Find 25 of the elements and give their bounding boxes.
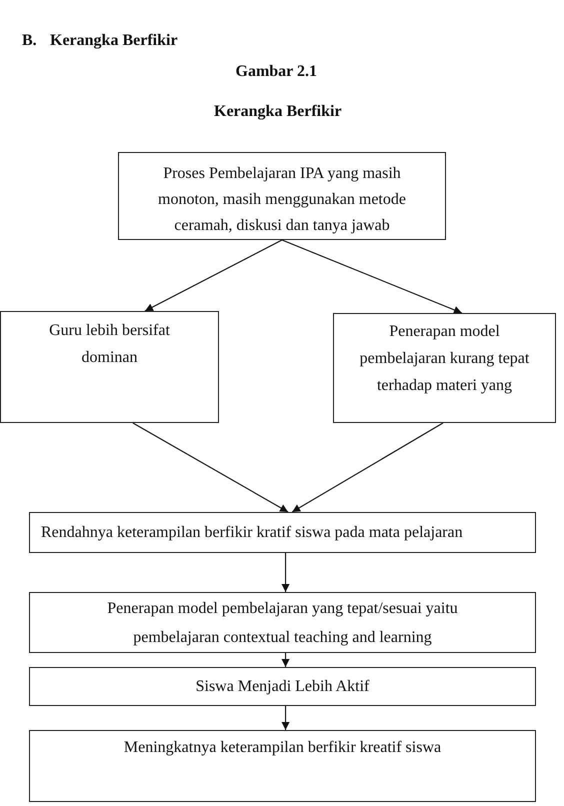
section-number: B. [22,32,37,50]
section-heading: Kerangka Berfikir [50,32,178,50]
process-box [29,730,536,802]
arrow [292,422,444,512]
arrow [282,240,462,314]
arrow [282,553,290,592]
process-box [29,592,536,653]
box-text: Penerapan model pembelajaran kurang tepat terhadap materi yang [358,322,530,396]
process-box [29,512,536,553]
figure-number: Gambar 2.1 [236,63,317,81]
process-box [333,313,556,423]
box-text: Meningkatnya keterampilan berfikir kreatif siswa [122,738,442,758]
box-text: Penerapan model pembelajaran yang tepat/sesuai yaitu pembelajaran contextual teaching and learning [106,599,459,648]
process-box [0,311,219,423]
figure-title: Kerangka Berfikir [214,103,342,121]
box-text: Guru lebih bersifat dominan [48,321,171,368]
process-box [118,152,446,240]
box-text: Rendahnya keterampilan berfikir kratif siswa pada mata pelajaran [41,522,464,542]
process-box [29,667,536,706]
arrow [282,653,290,667]
box-text: Siswa Menjadi Lebih Aktif [194,676,370,696]
box-text: Proses Pembelajaran IPA yang masih monoton, masih menggunakan metode ceramah, diskusi dan tanya jawab [157,164,407,236]
arrow [144,240,282,312]
arrow [282,706,290,730]
arrow [132,422,288,512]
